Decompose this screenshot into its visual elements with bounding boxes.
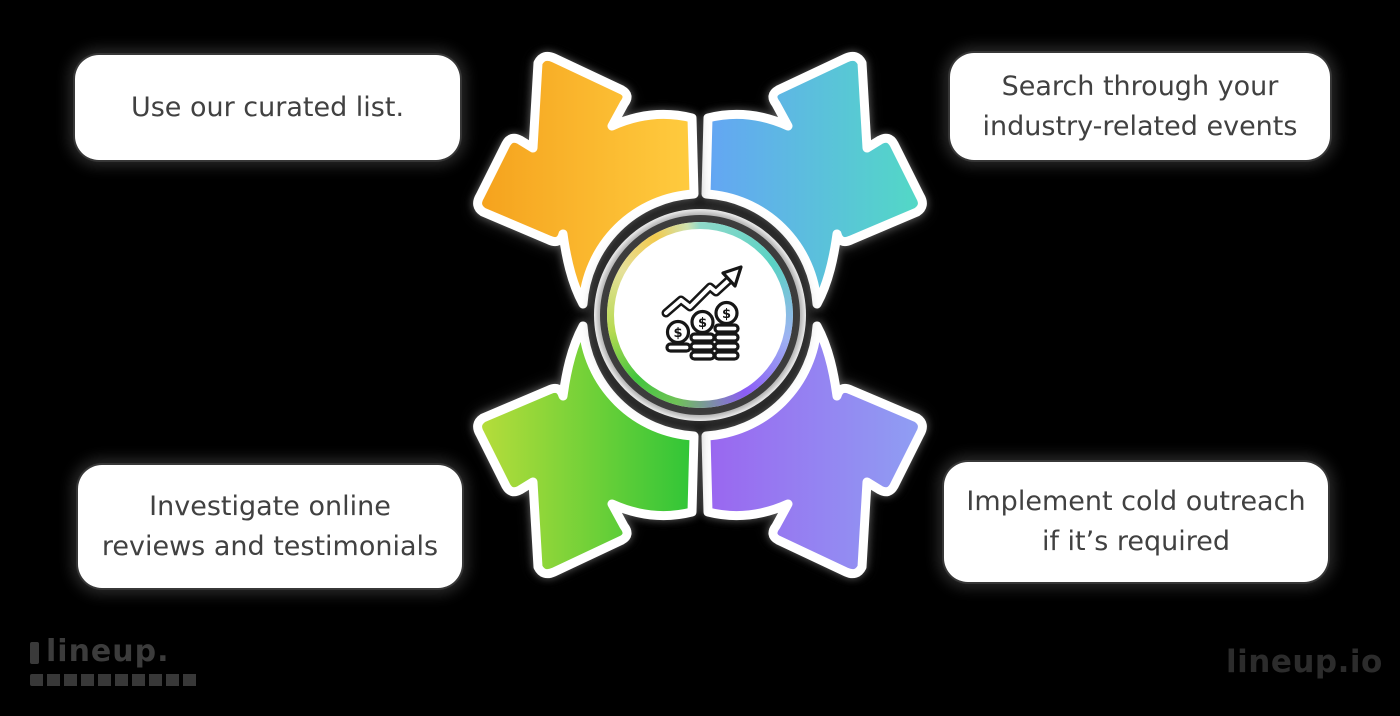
step-card-text-line: Implement cold outreach xyxy=(966,486,1306,517)
coin-stack-medium: $ xyxy=(689,309,716,361)
brand-logo-tagline xyxy=(30,674,198,686)
step-card-text-line: Use our curated list. xyxy=(130,91,405,123)
growth-arrow-icon xyxy=(661,265,743,318)
step-card-text-line: if it’s required xyxy=(1041,526,1231,557)
brand-logo-right: lineup.io xyxy=(1226,644,1383,680)
brand-logo-wordmark: lineup. xyxy=(46,634,170,669)
growth-chart-coins-icon: $ $ $ xyxy=(661,265,743,361)
dollar-sign: $ xyxy=(673,326,682,341)
step-card-bottom-left: Investigate online reviews and testimoni… xyxy=(78,465,462,588)
coin-stack-large: $ xyxy=(713,300,740,361)
step-card-text-line: reviews and testimonials xyxy=(101,530,439,562)
step-card-top-left: Use our curated list. xyxy=(75,55,460,160)
dollar-sign: $ xyxy=(698,316,707,331)
dollar-sign: $ xyxy=(722,307,731,322)
coin-stack-small: $ xyxy=(665,319,692,353)
step-card-text-line: industry-related events xyxy=(982,110,1298,142)
brand-logo-mark-icon xyxy=(30,642,39,664)
step-card-top-right: Search through your industry-related eve… xyxy=(950,53,1330,160)
step-card-text-line: Investigate online xyxy=(149,490,391,522)
step-card-bottom-right: Implement cold outreach if it’s required xyxy=(944,462,1328,582)
step-card-text-line: Search through your xyxy=(1001,70,1279,102)
